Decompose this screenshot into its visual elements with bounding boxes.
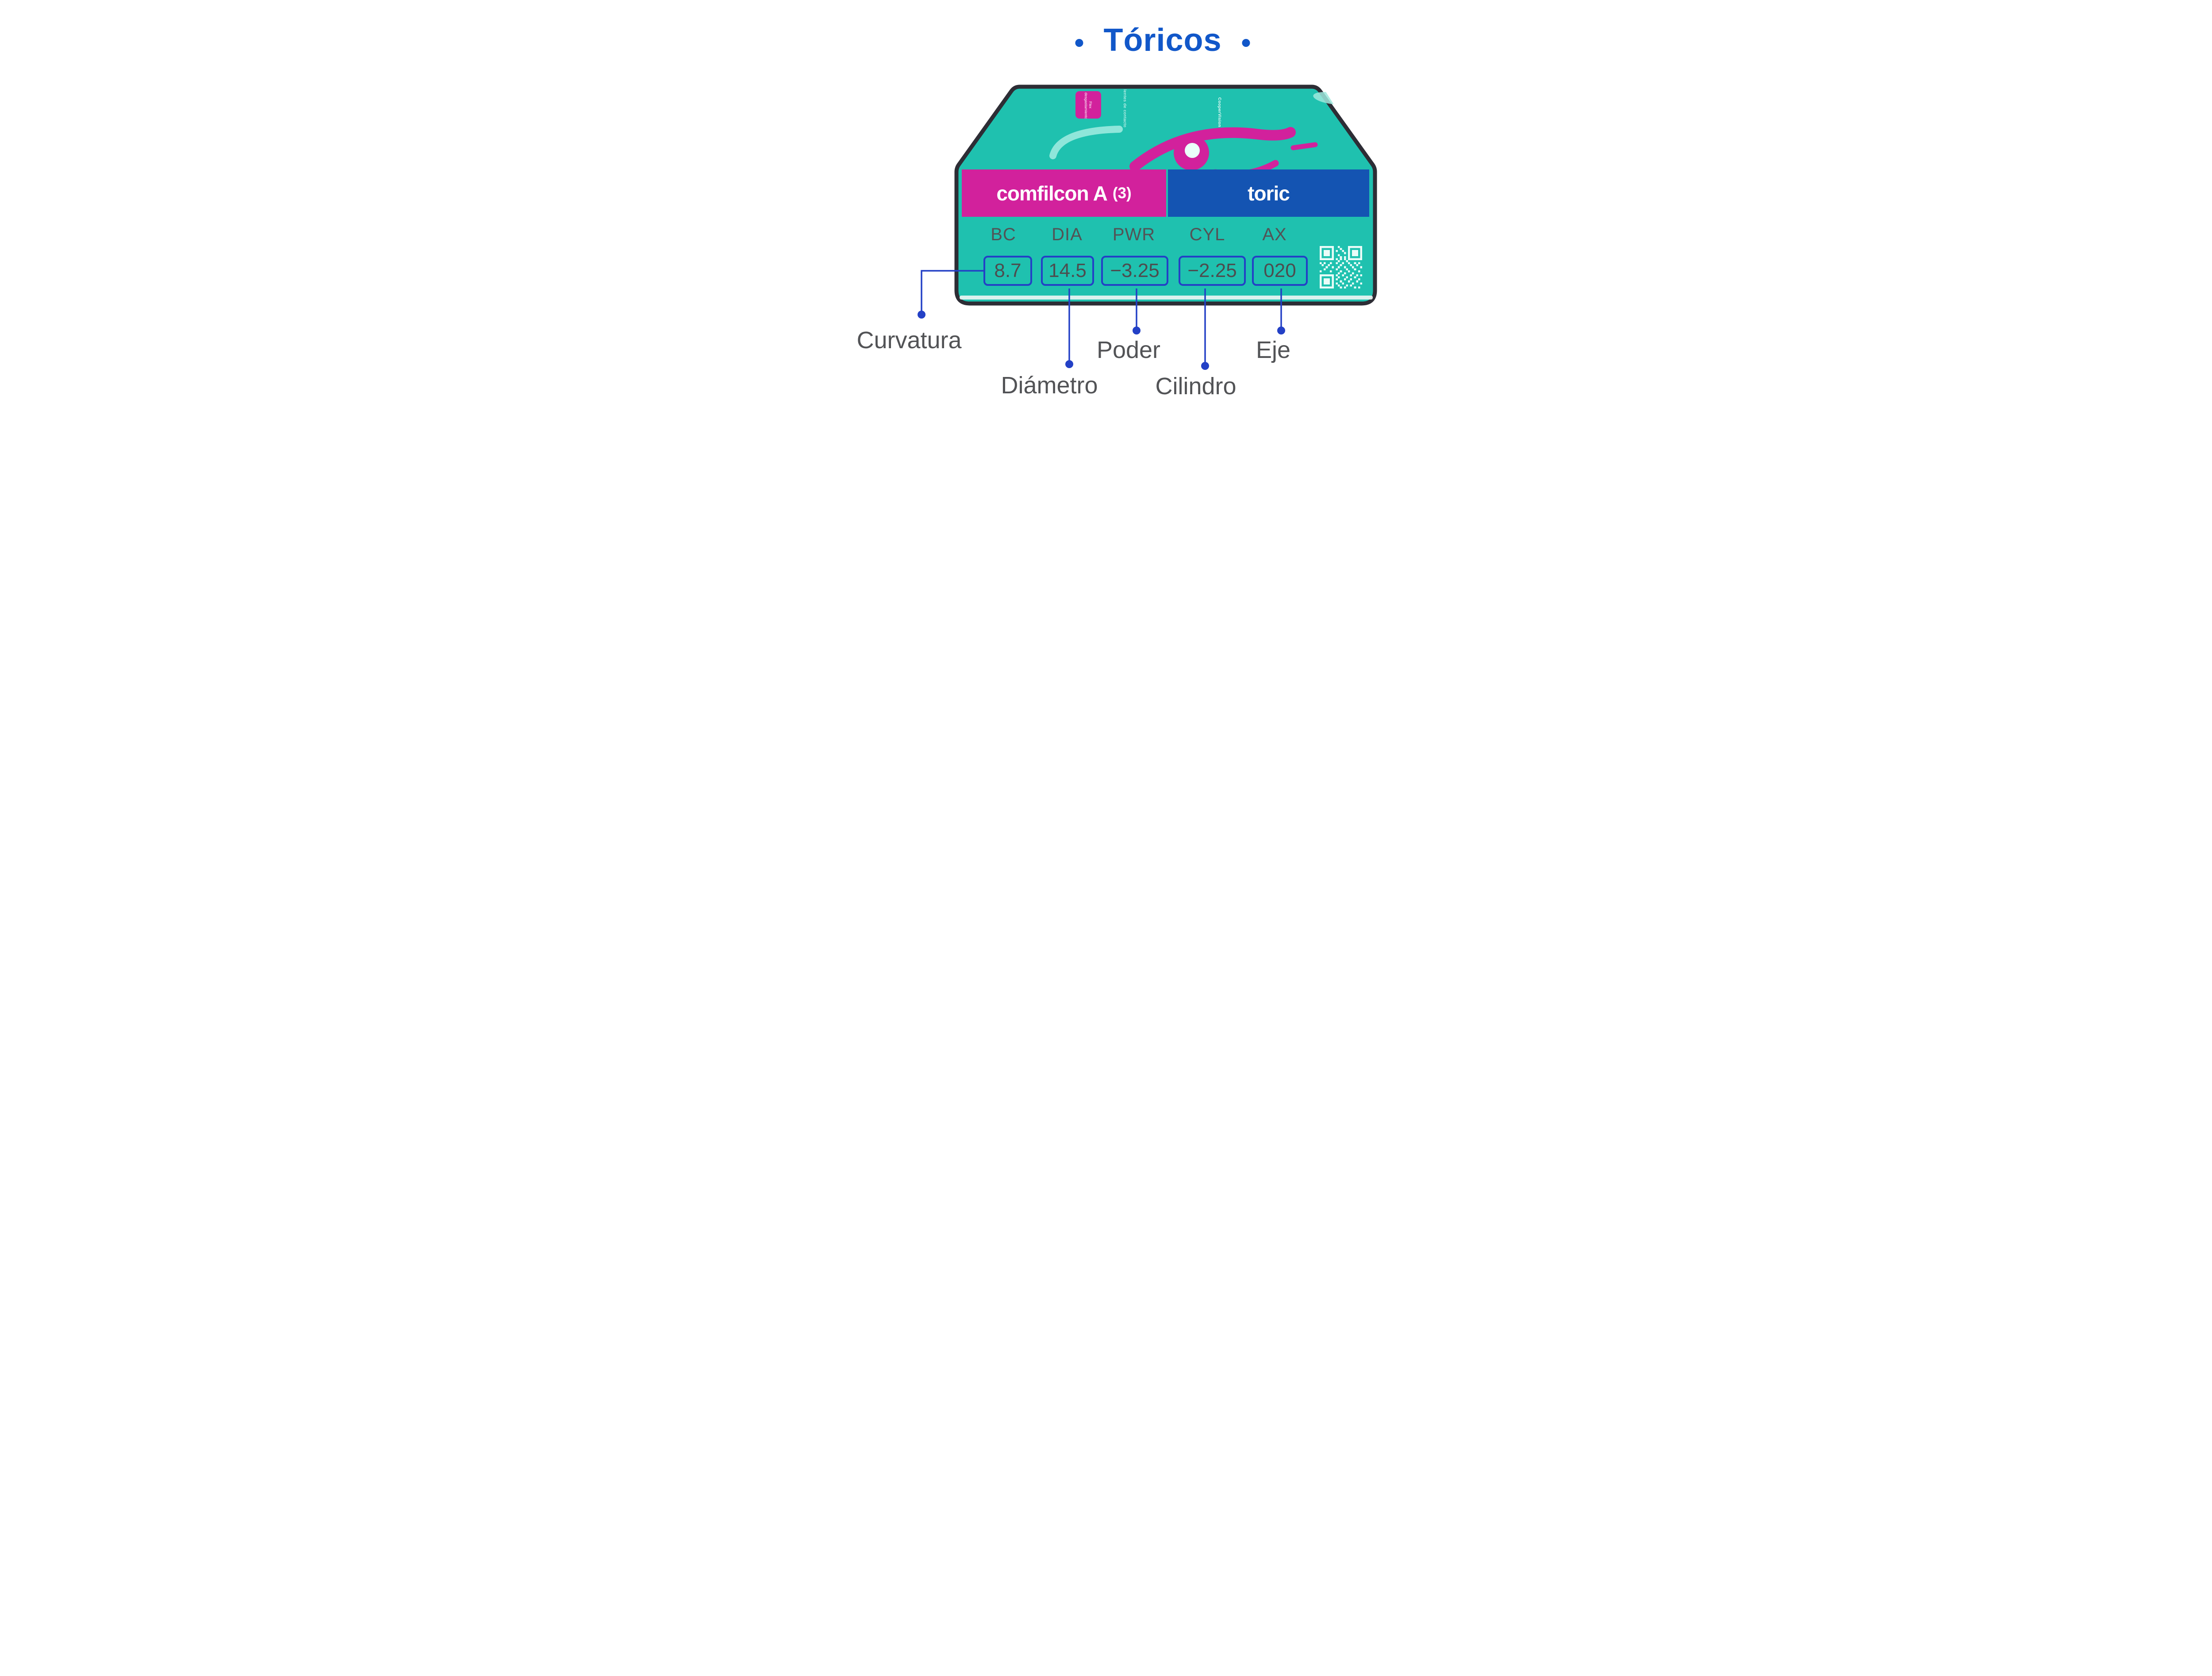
title-bullet-left-icon: [1075, 38, 1083, 47]
value-box-dia: 14.5: [1041, 256, 1094, 286]
value-dia: 14.5: [1048, 260, 1087, 281]
material-band: comfilcon A (3): [962, 169, 1166, 217]
material-count: (3): [1112, 184, 1132, 202]
callout-label-cilindro: Cilindro: [1155, 373, 1237, 400]
callout-dot-dia: [1065, 360, 1073, 368]
callout-dot-ax: [1277, 327, 1285, 334]
light-crescent-icon: [1049, 126, 1123, 159]
callout-dot-cyl: [1201, 362, 1209, 370]
box-bottom-strip: [960, 296, 1373, 300]
callout-label-diametro: Diámetro: [1001, 372, 1098, 399]
type-band: toric: [1168, 169, 1369, 217]
value-box-pwr: −3.25: [1101, 256, 1168, 286]
page-title: Tóricos: [1103, 23, 1222, 58]
title-bullet-right-icon: [1242, 38, 1250, 47]
value-cyl: −2.25: [1187, 260, 1237, 281]
param-label-bc: BC: [991, 225, 1016, 244]
callout-line-bc: [921, 270, 983, 311]
type-name: toric: [1248, 181, 1290, 205]
topface-badge: Flex desgastamiento: [1075, 91, 1101, 119]
callout-label-eje: Eje: [1256, 337, 1291, 363]
param-label-pwr: PWR: [1112, 225, 1156, 244]
topface-badge-text: Flex desgastamiento: [1084, 92, 1093, 119]
topface-side-text: lentes de contacto: [1122, 89, 1127, 128]
callout-label-poder: Poder: [1096, 337, 1161, 363]
callout-label-curvatura: Curvatura: [856, 327, 962, 354]
param-label-dia: DIA: [1052, 225, 1083, 244]
value-pwr: −3.25: [1110, 260, 1160, 281]
page-title-row: Tóricos: [1075, 23, 1250, 58]
callout-dot-bc: [918, 311, 926, 319]
value-bc: 8.7: [994, 260, 1022, 281]
param-label-ax: AX: [1262, 225, 1287, 244]
material-name: comfilcon A: [996, 181, 1108, 205]
infographic-canvas: Tóricos Flex desgastamiento lentes de co…: [830, 0, 1382, 419]
callout-dot-pwr: [1133, 327, 1141, 334]
qr-code-icon: [1320, 246, 1362, 288]
value-box-cyl: −2.25: [1179, 256, 1246, 286]
value-box-bc: 8.7: [983, 256, 1032, 286]
value-ax: 020: [1263, 260, 1296, 281]
param-label-cyl: CYL: [1189, 225, 1225, 244]
value-box-ax: 020: [1252, 256, 1308, 286]
logo-swoosh-icon: [1129, 127, 1318, 169]
brand-logo-text: CooperVision: [1217, 97, 1222, 127]
